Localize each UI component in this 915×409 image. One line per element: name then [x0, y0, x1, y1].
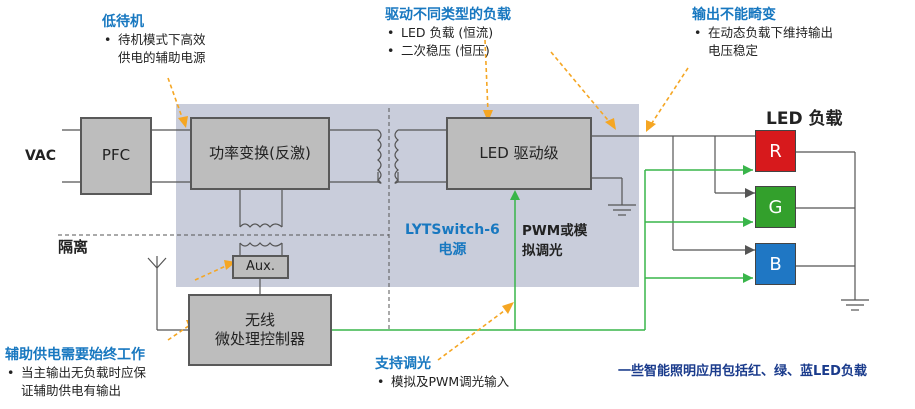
callout-no-distortion-title: 输出不能畸变 [692, 7, 776, 23]
aux-label: Aux. [246, 258, 275, 274]
lytswitch-line1: LYTSwitch-6 [405, 222, 500, 238]
callout-aux-always-item: 当主输出无负载时应保 [7, 364, 146, 382]
power-converter-block: 功率变换(反激) [190, 117, 330, 190]
pwm-label: PWM或模 拟调光 [522, 222, 587, 261]
bottom-right-note: 一些智能照明应用包括红、绿、蓝LED负载 [618, 364, 867, 379]
callout-drive-loads-item-1: LED 负载 (恒流) [387, 24, 511, 42]
transformer-icon [377, 129, 399, 184]
callout-dimming: 支持调光 模拟及PWM调光输入 [375, 353, 509, 391]
callout-standby-item: 待机模式下高效 [104, 31, 206, 49]
mcu-block: 无线 微处理控制器 [188, 294, 332, 366]
led-blue: B [755, 243, 796, 285]
callout-aux-always: 辅助供电需要始终工作 当主输出无负载时应保 证辅助供电有输出 [5, 344, 146, 400]
led-driver-block: LED 驱动级 [446, 117, 592, 190]
vac-label: VAC [25, 148, 56, 164]
callout-aux-always-title: 辅助供电需要始终工作 [5, 347, 145, 363]
ground-icon [608, 204, 636, 216]
callout-drive-loads: 驱动不同类型的负载 LED 负载 (恒流) 二次稳压 (恒压) [385, 4, 511, 60]
led-load-title: LED 负载 [766, 109, 843, 129]
callout-standby-title: 低待机 [102, 14, 144, 30]
power-converter-label: 功率变换(反激) [209, 143, 311, 162]
pfc-label: PFC [101, 146, 131, 165]
callout-standby: 低待机 待机模式下高效 供电的辅助电源 [102, 11, 206, 67]
led-blue-label: B [769, 253, 782, 275]
lytswitch-line2: 电源 [438, 242, 467, 259]
pwm-line1: PWM或模 [522, 223, 588, 239]
aux-block: Aux. [232, 255, 289, 279]
mcu-label-line1: 无线 [244, 310, 275, 329]
led-green: G [755, 186, 796, 228]
pfc-block: PFC [80, 117, 152, 195]
callout-arrows [167, 39, 689, 361]
callout-no-distortion: 输出不能畸变 在动态负载下维持输出 电压稳定 [692, 4, 833, 60]
callout-aux-always-item-cont: 证辅助供电有输出 [21, 383, 122, 399]
led-driver-label: LED 驱动级 [479, 143, 559, 162]
led-red-label: R [769, 140, 782, 162]
dimming-control-wires [332, 169, 753, 331]
led-red: R [755, 130, 796, 172]
callout-dimming-item: 模拟及PWM调光输入 [377, 373, 509, 391]
antenna-icon [147, 256, 188, 331]
green-arrow-heads [510, 165, 753, 283]
callout-drive-loads-title: 驱动不同类型的负载 [385, 7, 511, 23]
lytswitch-label: LYTSwitch-6 电源 [405, 220, 500, 261]
led-green-label: G [768, 196, 783, 218]
pwm-line2: 拟调光 [522, 242, 563, 259]
callout-standby-item-cont: 供电的辅助电源 [118, 50, 206, 66]
callout-no-distortion-item-cont: 电压稳定 [708, 43, 759, 59]
callout-dimming-title: 支持调光 [375, 356, 431, 372]
mcu-label-line2: 微处理控制器 [214, 330, 305, 348]
aux-transformer-icon [239, 190, 283, 255]
callout-drive-loads-item-2: 二次稳压 (恒压) [387, 42, 511, 60]
isolation-label: 隔离 [58, 238, 89, 256]
callout-no-distortion-item: 在动态负载下维持输出 [694, 24, 833, 42]
led-ground-icon [841, 299, 869, 311]
